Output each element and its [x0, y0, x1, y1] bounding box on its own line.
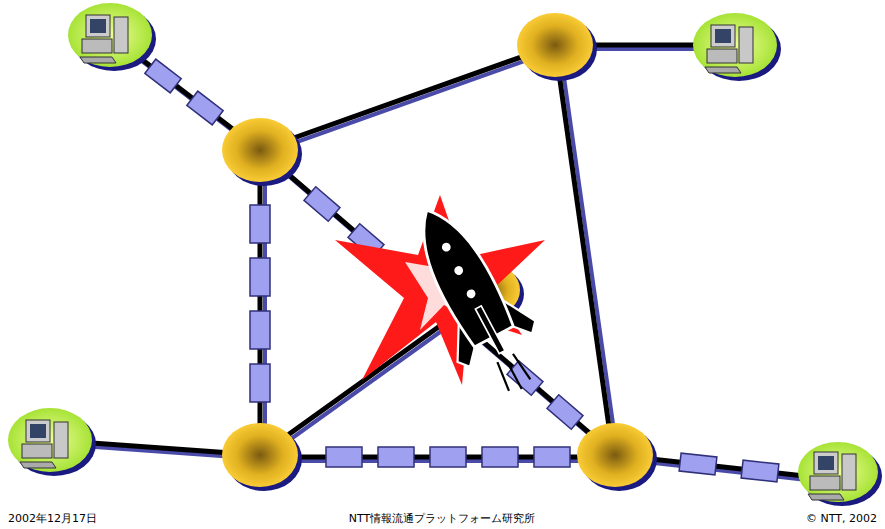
- computer-icons-part: [68, 3, 156, 71]
- computer-icons-part: [693, 13, 777, 77]
- rocket-part: [440, 241, 452, 253]
- explosion: [335, 195, 545, 385]
- computer-icons-part: [818, 456, 834, 470]
- packets-part: [187, 91, 223, 125]
- links-part: [260, 150, 615, 455]
- computer-icons-part: [810, 476, 840, 490]
- computer-icons-part: [20, 462, 56, 468]
- computer-icons-part: [814, 452, 838, 474]
- computer-icons-part: [8, 408, 96, 476]
- packets-part: [507, 361, 543, 396]
- computer-icons-part: [80, 57, 116, 63]
- rocket-part: [513, 352, 530, 381]
- routers-part: [222, 118, 298, 182]
- organization-label: NTT情報流通プラットフォーム研究所: [349, 512, 535, 525]
- packets-part: [547, 395, 583, 430]
- rocket-part: [465, 288, 477, 300]
- links-part: [258, 150, 263, 455]
- links-part: [260, 45, 555, 150]
- routers-part: [517, 13, 593, 77]
- computer-icons-part: [54, 422, 68, 458]
- computer-icons-part: [711, 25, 735, 47]
- packets-part: [326, 447, 362, 467]
- computer-icons: [8, 3, 882, 506]
- routers: [222, 13, 657, 491]
- computer-icons-part: [22, 444, 52, 458]
- computer-icons-part: [705, 67, 741, 73]
- computer-icons-part: [842, 454, 856, 490]
- packets-part: [145, 59, 181, 93]
- packets-part: [482, 447, 518, 467]
- packets-part: [430, 447, 466, 467]
- copyright-label: © NTT, 2002: [806, 512, 877, 525]
- computer-icons-part: [90, 19, 106, 33]
- computer-icons-part: [26, 420, 50, 442]
- link-shadows-part: [263, 154, 267, 459]
- links: [50, 35, 840, 480]
- computer-icons-part: [798, 442, 882, 506]
- packets-part: [378, 447, 414, 467]
- packets-part: [250, 258, 270, 296]
- link-shadows: [53, 39, 843, 484]
- packets-part: [679, 453, 717, 475]
- computer-icons-part: [8, 408, 92, 472]
- date-label: 2002年12月17日: [8, 512, 97, 525]
- packets-part: [250, 311, 270, 349]
- computer-icons-part: [114, 17, 128, 53]
- links-part: [555, 45, 613, 455]
- packets-part: [534, 447, 570, 467]
- computer-icons-part: [739, 27, 753, 63]
- routers-part: [577, 423, 653, 487]
- packets-part: [304, 187, 340, 222]
- computer-icons-part: [30, 424, 46, 438]
- rocket-part: [475, 306, 505, 354]
- computer-icons-part: [808, 494, 844, 500]
- computer-icons-part: [707, 49, 737, 63]
- computer-icons-part: [715, 29, 731, 43]
- computer-icons-part: [86, 15, 110, 37]
- rocket-part: [453, 265, 465, 277]
- computer-icons-part: [68, 3, 152, 67]
- rocket-part: [404, 198, 517, 349]
- computer-icons-part: [798, 442, 878, 502]
- rocket: [388, 190, 561, 410]
- link-shadows-part: [560, 49, 618, 459]
- routers-part: [222, 423, 298, 487]
- packets-part: [250, 205, 270, 243]
- packets-part: [741, 460, 779, 482]
- packets: [145, 59, 779, 482]
- link-shadows-part: [263, 49, 558, 154]
- computer-icons-part: [82, 39, 112, 53]
- computer-icons-part: [693, 13, 781, 81]
- explosion-part: [335, 195, 545, 385]
- packets-part: [250, 364, 270, 402]
